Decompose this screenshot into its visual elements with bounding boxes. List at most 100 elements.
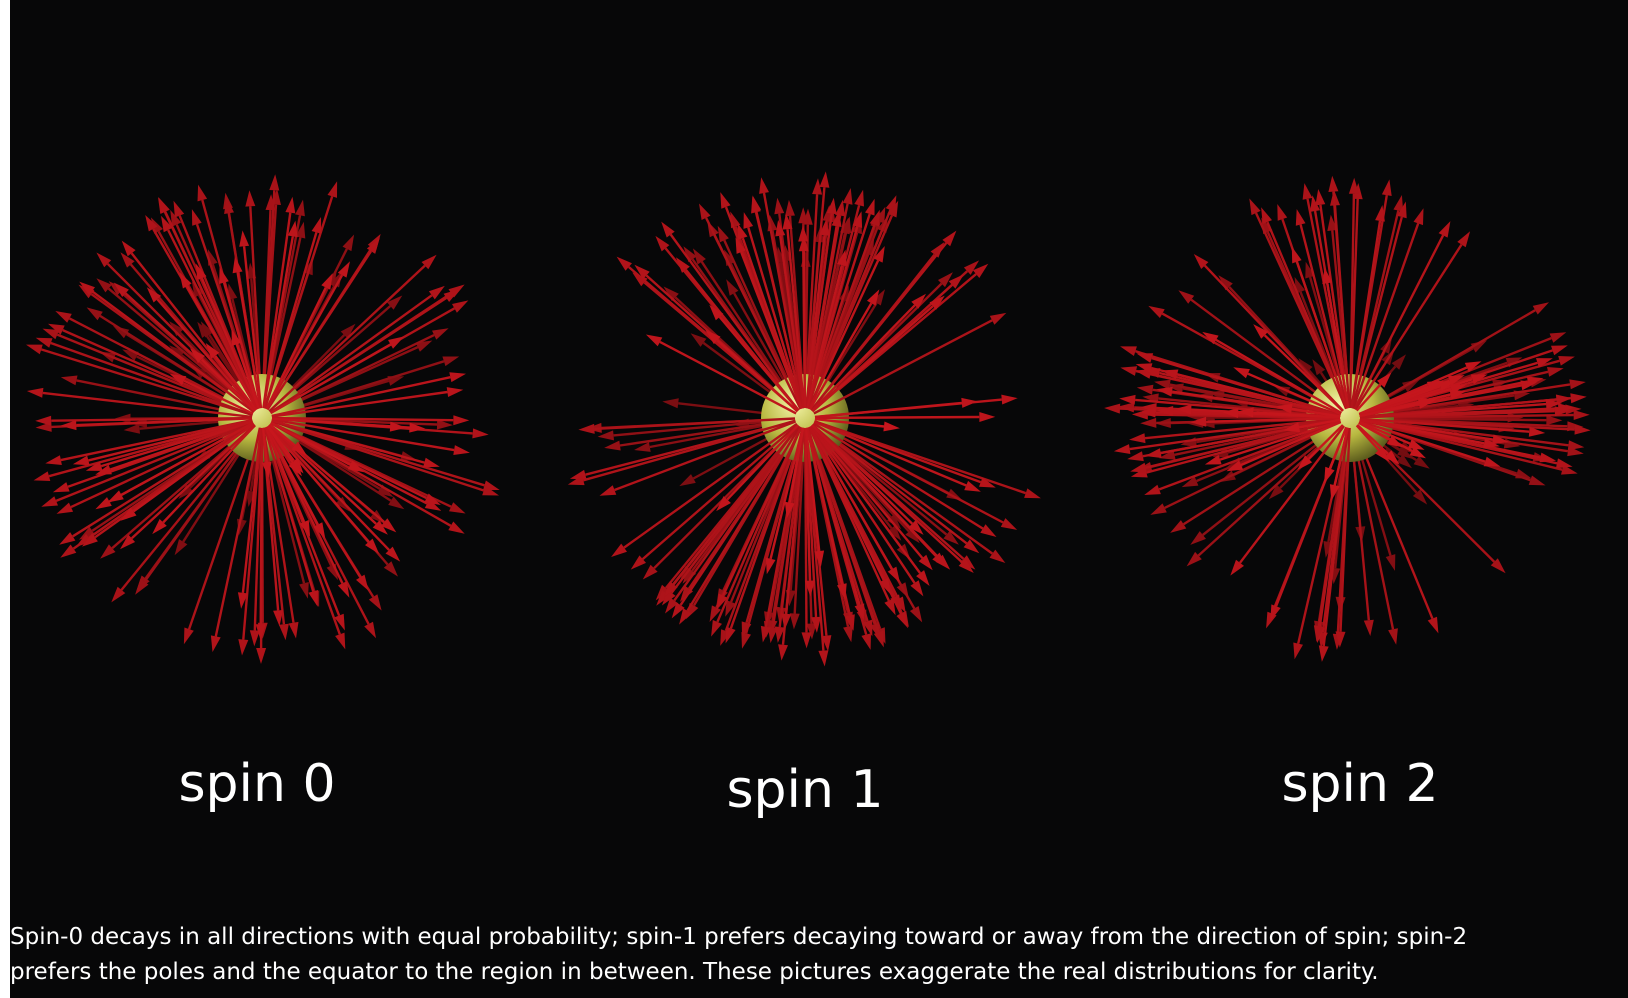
decay-arrow-head (682, 567, 697, 584)
decay-arrow-head (819, 219, 830, 236)
decay-arrow-shaft (755, 210, 804, 409)
decay-arrow-head (938, 272, 953, 288)
decay-arrow-shaft (259, 427, 264, 625)
decay-arrow-head (662, 398, 679, 409)
decay-arrow-shaft (271, 419, 485, 492)
decay-arrow-head (909, 606, 923, 623)
decay-arrow-head (930, 242, 945, 258)
decay-arrow-head (873, 246, 885, 263)
decay-arrow-head (1237, 407, 1254, 418)
decay-arrow-shaft (268, 423, 296, 447)
decay-arrow-shaft (809, 425, 916, 584)
decay-arrow-shaft (40, 348, 253, 417)
decay-arrow-head (896, 611, 909, 629)
decay-arrow-head (1328, 175, 1339, 192)
decay-arrow-head (774, 626, 785, 643)
decay-arrow-head (1310, 195, 1320, 212)
decay-arrow-head (321, 273, 333, 290)
decay-arrow-head (347, 460, 365, 473)
decay-arrow-shaft (242, 246, 263, 409)
decay-arrow-head (195, 263, 207, 281)
decay-arrow-head (699, 203, 711, 220)
decay-arrow-head (862, 619, 873, 637)
decay-arrow-head (1387, 435, 1404, 448)
decay-arrow-head (905, 528, 920, 544)
decay-arrow-head (123, 423, 140, 434)
decay-arrow-head (845, 614, 855, 631)
decay-arrow-shaft (679, 425, 801, 606)
decay-arrow-head (409, 422, 426, 433)
decay-arrow-shaft (271, 419, 425, 464)
decay-arrow-head (372, 520, 388, 535)
decay-arrow-shaft (807, 215, 894, 410)
decay-arrow-shaft (813, 319, 993, 415)
decay-arrow-head (239, 230, 250, 247)
decay-arrow-shaft (241, 427, 263, 594)
decay-arrow-shaft (265, 286, 327, 410)
decay-arrow-head (313, 522, 326, 539)
decay-arrow-head (1120, 366, 1138, 376)
decay-arrow-head (781, 613, 792, 630)
decay-arrow-head (86, 307, 103, 321)
decay-arrow-head (1295, 209, 1306, 226)
decay-arrow-head (421, 254, 437, 270)
decay-arrow-shaft (808, 259, 880, 410)
decay-arrow-head (778, 644, 788, 661)
decay-arrow-shaft (812, 422, 994, 555)
decay-arrow-head (295, 199, 305, 217)
decay-arrow-head (334, 613, 345, 631)
decay-arrow-head (616, 256, 632, 271)
decay-arrow-head (1140, 417, 1157, 428)
decay-arrow-shaft (811, 305, 934, 413)
decay-arrow-shaft (614, 420, 797, 492)
decay-arrow-head (663, 581, 678, 597)
decay-arrow-head (963, 260, 980, 275)
decay-arrow-shaft (130, 423, 256, 540)
decay-arrow-head (812, 178, 823, 195)
decay-arrow-shaft (1319, 204, 1350, 409)
decay-arrow-head (356, 574, 369, 591)
decay-arrow-head (1413, 455, 1430, 469)
decay-arrow-head (1413, 208, 1424, 226)
decay-arrow-head (1186, 551, 1202, 567)
decay-arrow-shaft (1358, 420, 1411, 445)
decay-arrow-head (453, 415, 470, 426)
decay-arrow-head (449, 502, 466, 514)
decay-arrow-head (1549, 332, 1567, 343)
decay-arrow-shaft (120, 424, 257, 591)
decay-arrow-shaft (214, 355, 257, 411)
decay-arrow-head (1113, 444, 1131, 454)
decay-arrow-head (1000, 518, 1018, 530)
decay-arrow-head (726, 279, 739, 296)
decay-arrow-head (285, 196, 296, 214)
decay-arrow-head (837, 583, 847, 600)
decay-arrow-shaft (1239, 425, 1345, 564)
decay-arrow-head (961, 397, 978, 408)
decay-arrow-shaft (261, 190, 276, 409)
decay-arrow-shaft (261, 427, 268, 463)
decay-arrow-head (224, 197, 234, 214)
decay-arrow-head (1384, 450, 1400, 465)
decay-arrow-head (443, 289, 460, 302)
decay-arrow-shaft (1144, 417, 1341, 440)
decay-arrow-head (811, 616, 821, 633)
spin-2-decay-cluster (1104, 175, 1591, 662)
decay-arrow-shaft (1206, 417, 1341, 423)
decay-arrow-head (1001, 394, 1018, 405)
decay-arrow-head (1273, 385, 1291, 397)
decay-arrow-head (82, 533, 98, 547)
decay-arrow-shaft (1355, 383, 1382, 412)
decay-arrow-head (942, 230, 957, 247)
decay-arrow-head (1158, 449, 1176, 460)
decay-arrow-head (365, 538, 380, 554)
decay-arrow-head (873, 630, 884, 648)
decay-arrow-shaft (1351, 216, 1403, 409)
decay-arrow-head (169, 373, 187, 386)
decay-arrow-head (1396, 454, 1412, 469)
decay-arrow-shaft (1359, 418, 1493, 441)
decay-arrow-head (59, 532, 76, 545)
decay-arrow-head (1329, 484, 1340, 501)
decay-arrow-head (661, 221, 675, 238)
decay-arrow-shaft (1145, 419, 1341, 469)
